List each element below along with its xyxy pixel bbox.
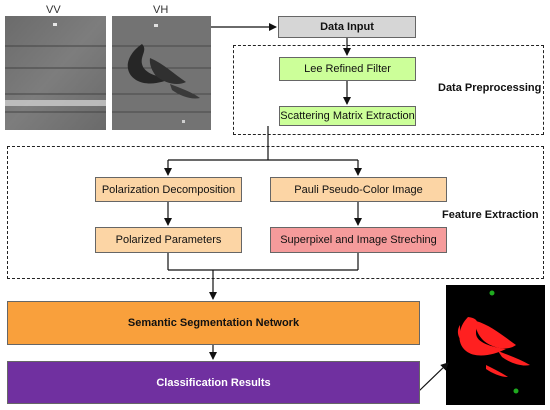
vh-sar-image	[112, 16, 211, 130]
vv-image-label: VV	[46, 4, 61, 16]
vv-sar-image	[5, 16, 106, 130]
scattering-matrix-extraction-box: Scattering Matrix Extraction	[279, 106, 416, 126]
classification-result-image	[446, 285, 545, 405]
lee-refined-filter-box: Lee Refined Filter	[279, 57, 416, 81]
polarization-decomposition-box: Polarization Decomposition	[95, 177, 242, 202]
pauli-pseudo-color-image-box: Pauli Pseudo-Color Image	[270, 177, 447, 202]
feature-extraction-label: Feature Extraction	[442, 209, 539, 221]
polarized-parameters-box: Polarized Parameters	[95, 227, 242, 253]
classification-results-box: Classification Results	[7, 361, 420, 404]
superpixel-image-stretching-box: Superpixel and Image Streching	[270, 227, 447, 253]
data-input-box: Data Input	[278, 16, 416, 38]
data-preprocessing-label: Data Preprocessing	[438, 82, 542, 94]
feature-extraction-group	[7, 146, 544, 279]
preprocessing-group	[233, 45, 544, 135]
semantic-segmentation-network-box: Semantic Segmentation Network	[7, 301, 420, 345]
vh-image-label: VH	[153, 4, 169, 16]
